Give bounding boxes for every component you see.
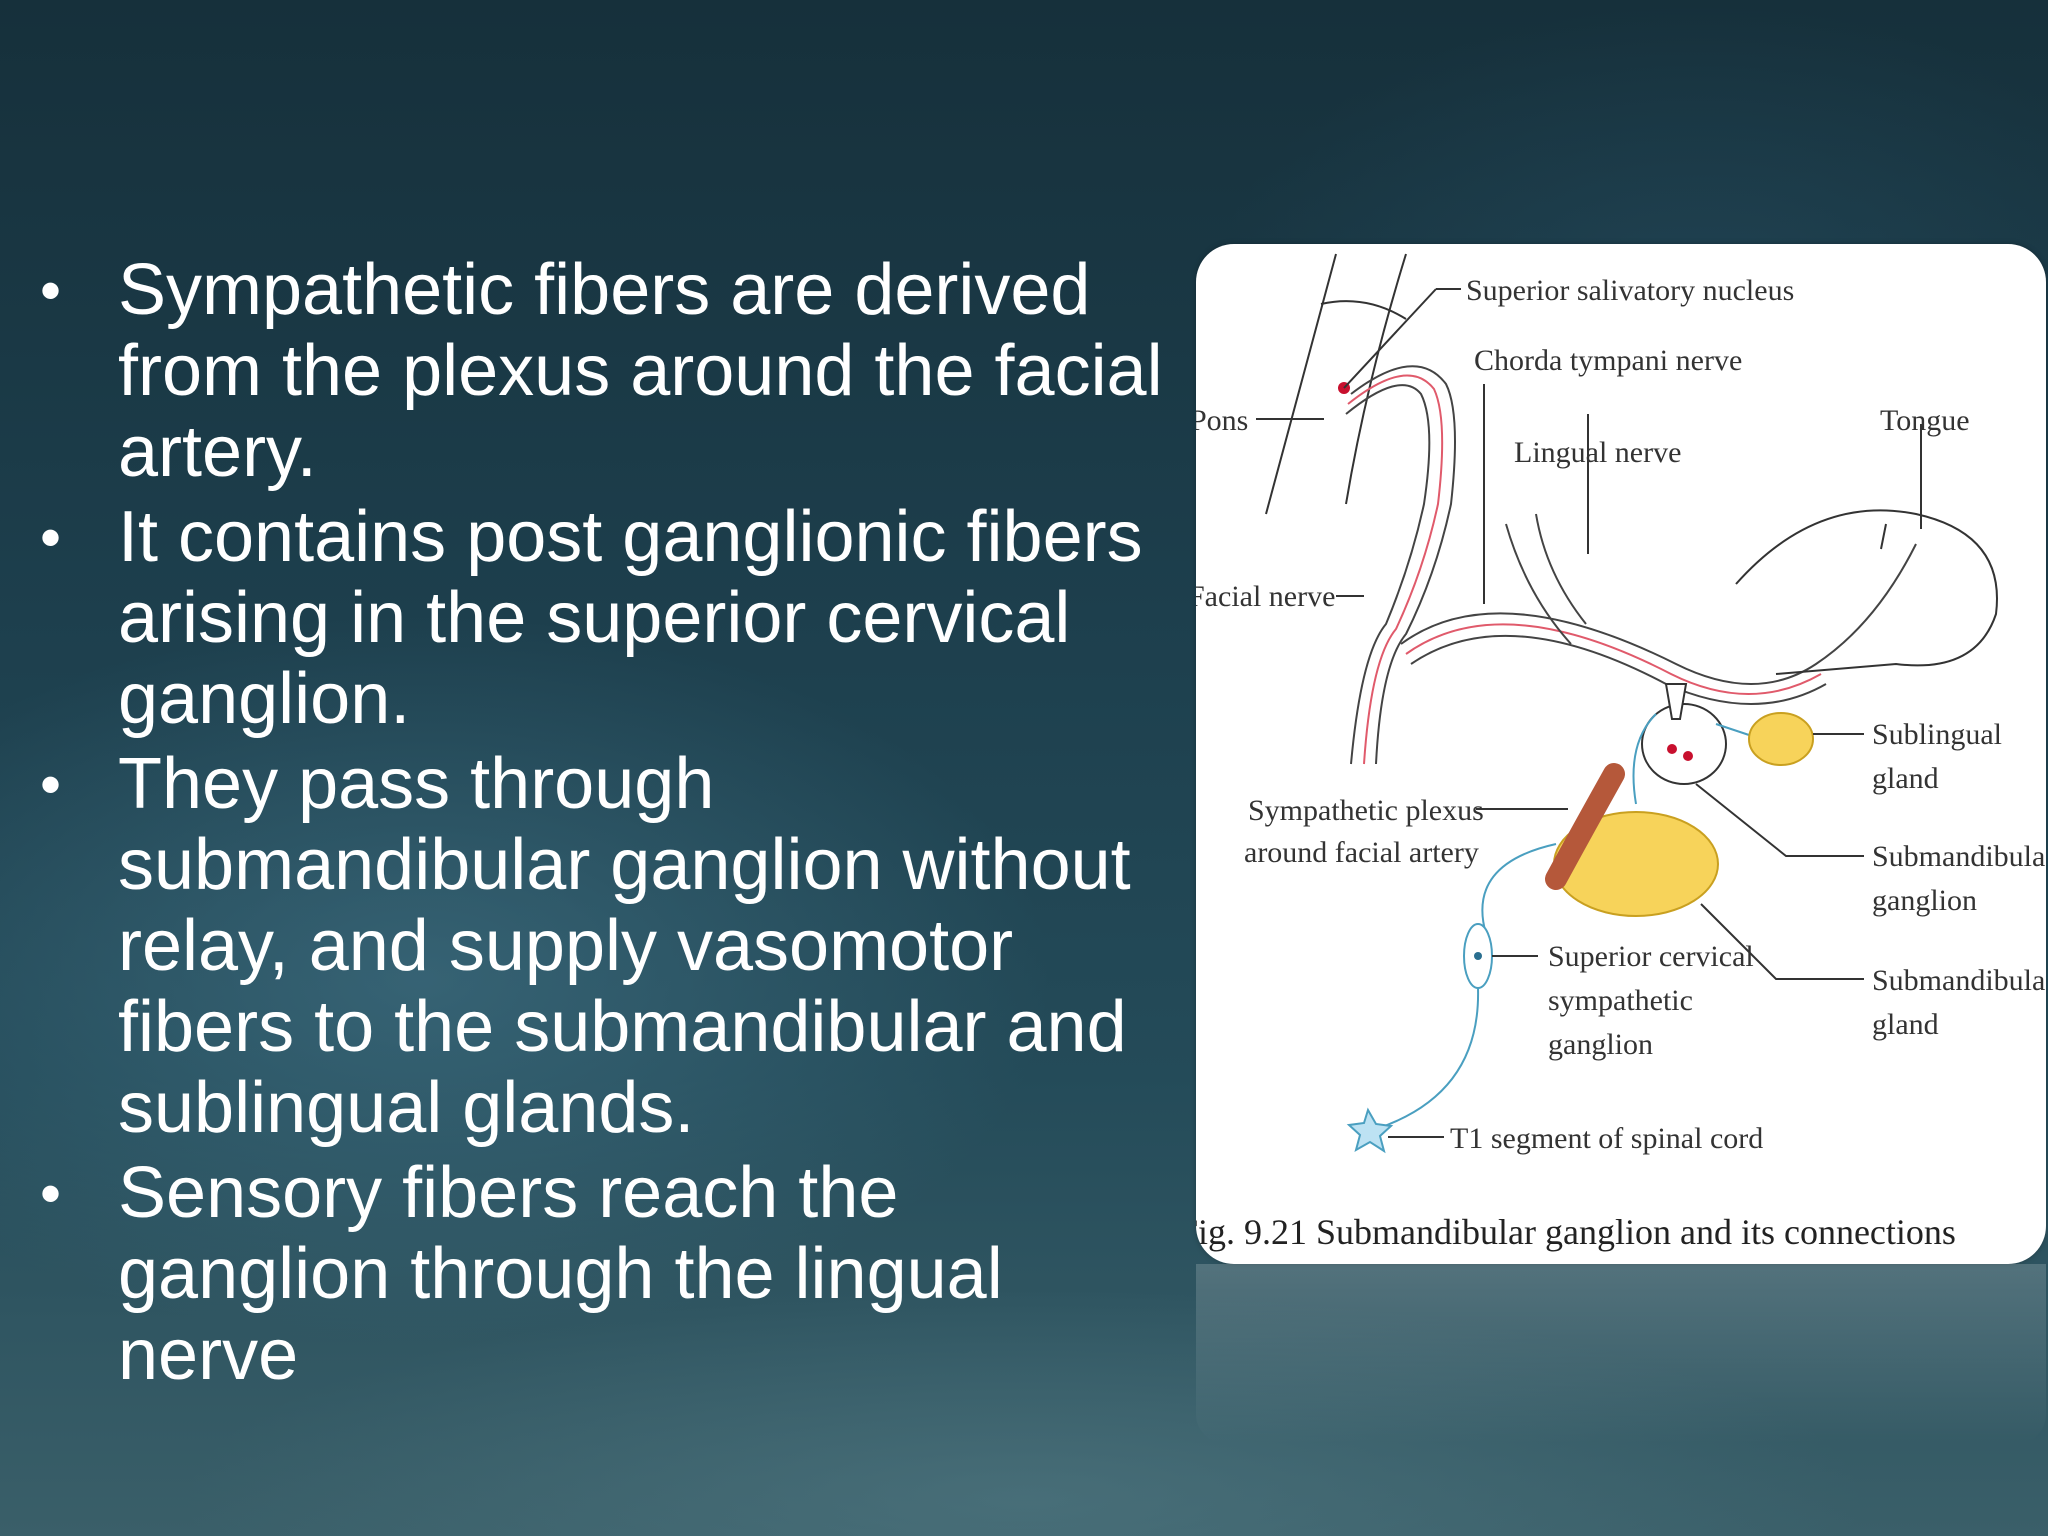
label-lingual-nerve: Lingual nerve [1514,436,1681,469]
bullet-item: • It contains post ganglionic fibers aris… [40,497,1190,740]
facial-artery [1545,763,1625,890]
t1-neuron-icon [1346,1107,1394,1154]
lingual-fibre [1405,623,1822,695]
bullet-item: • They pass through submandibular ganglio… [40,744,1190,1149]
bullet-text: It contains post ganglionic fibers arisi… [118,497,1143,739]
chorda-tympani-fibre [1347,374,1444,765]
label-sublingual-gland: gland [1872,762,1939,795]
bullet-dot: • [40,1160,62,1227]
bullet-list: • Sympathetic fibers are derived from the… [40,250,1190,1400]
label-submandibular-ganglion: ganglion [1872,884,1977,917]
label-facial-nerve: Facial nerve [1196,580,1335,613]
label-chorda-tympani: Chorda tympani nerve [1474,344,1742,377]
sublingual-gland [1748,712,1814,766]
brainstem-outline [1265,253,1337,515]
brainstem-outline [1345,253,1407,505]
label-sympathetic-plexus: around facial artery [1244,836,1479,869]
bullet-text: Sympathetic fibers are derived from the … [118,250,1163,492]
figure-reflection [1196,1264,2046,1444]
label-submandibular-gland: Submandibular [1872,964,2046,997]
label-superior-salivatory-nucleus: Superior salivatory nucleus [1466,274,1794,307]
label-sublingual-gland: Sublingual [1872,718,2002,751]
label-pons: Pons [1196,404,1248,437]
facial-nerve-outline [1350,365,1456,765]
label-sympathetic-plexus: Sympathetic plexus [1248,794,1484,827]
bullet-item: • Sensory fibers reach the ganglion throu… [40,1153,1190,1396]
label-submandibular-ganglion: Submandibular [1872,840,2046,873]
tongue-outline [1735,509,1998,675]
label-superior-cervical-ganglion: ganglion [1548,1028,1653,1061]
lingual-nerve-outline [1400,543,1917,685]
label-tongue: Tongue [1880,404,1970,437]
bullet-text: They pass through submandibular ganglion… [118,744,1131,1148]
submandibular-ganglion [1641,703,1727,785]
anatomy-figure: Superior salivatory nucleus Chorda tympa… [1196,244,2046,1264]
bullet-dot: • [40,257,62,324]
bullet-dot: • [40,751,62,818]
label-superior-cervical-ganglion: Superior cervical [1548,940,1754,973]
bullet-text: Sensory fibers reach the ganglion throug… [118,1153,1003,1395]
gland-leader [1700,903,1864,980]
ganglion-leader [1695,783,1864,857]
figure-caption: Fig. 9.21 Submandibular ganglion and its… [1196,1212,1956,1252]
bullet-item: • Sympathetic fibers are derived from the… [40,250,1190,493]
label-submandibular-gland: gland [1872,1008,1939,1041]
label-t1-segment: T1 segment of spinal cord [1450,1122,1763,1155]
salivatory-leader [1343,288,1437,389]
pons-outline [1320,300,1407,320]
submandibular-ganglion-diagram: Superior salivatory nucleus Chorda tympa… [1196,253,2046,1252]
bullet-dot: • [40,504,62,571]
label-superior-cervical-ganglion: sympathetic [1548,984,1693,1017]
